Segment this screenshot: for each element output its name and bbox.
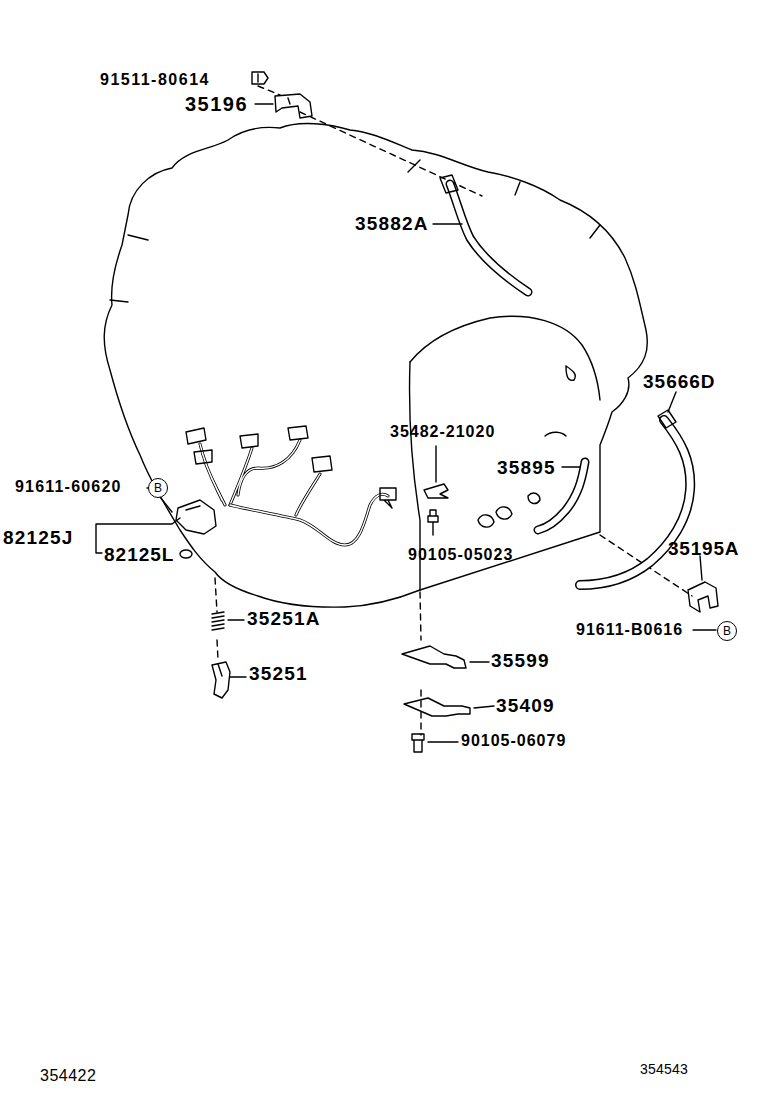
part-number: 90105-06079 xyxy=(461,733,566,749)
part-number: 91511-80614 xyxy=(100,72,210,88)
part-number: 82125L xyxy=(104,545,174,564)
part-number: 91611-B0616 xyxy=(576,622,683,638)
part-number: 354543 xyxy=(640,1062,688,1076)
part-number: 35882A xyxy=(355,214,429,233)
part-number: 82125J xyxy=(3,528,74,547)
mark-letter: B xyxy=(723,625,731,637)
part-number: 35895 xyxy=(497,458,556,477)
part-number: 35251 xyxy=(249,664,308,683)
part-number: 90105-05023 xyxy=(408,547,513,563)
circle-mark: B xyxy=(148,478,168,498)
part-number: 35666D xyxy=(643,372,716,391)
part-number: 91611-60620 xyxy=(15,479,122,495)
part-number: 35195A xyxy=(668,539,739,558)
part-number: 35196 xyxy=(185,94,248,114)
part-number: 35599 xyxy=(491,651,550,670)
circle-mark: B xyxy=(717,621,737,641)
part-number: 35251A xyxy=(247,609,321,628)
part-number: 354422 xyxy=(40,1068,96,1084)
part-number: 35482-21020 xyxy=(390,424,495,440)
part-number: 35409 xyxy=(496,696,555,715)
mark-letter: B xyxy=(154,482,162,494)
